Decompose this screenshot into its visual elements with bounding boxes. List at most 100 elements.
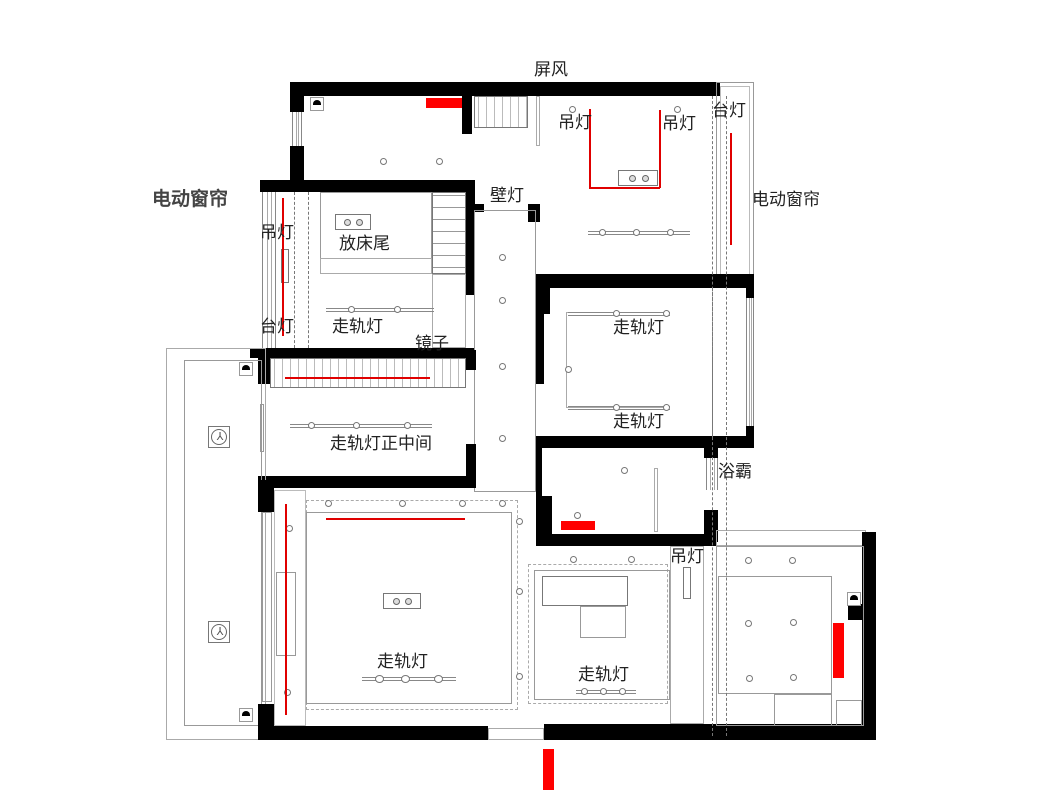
label-bed2-desk-lamp: 台灯 (260, 317, 294, 337)
wall-top (290, 82, 720, 96)
wall-closet-right (466, 350, 476, 370)
downlight-icon (516, 518, 523, 525)
label-master-pendant-left: 吊灯 (558, 113, 592, 133)
corridor (474, 210, 536, 492)
downlight-icon (628, 556, 635, 563)
red-line-living-left (285, 504, 287, 715)
downlight-icon (613, 310, 620, 317)
window-bed3-right (746, 298, 754, 426)
wall-closet-top (250, 348, 474, 358)
downlight-icon (516, 588, 523, 595)
master-pendant-fixture (618, 170, 658, 186)
label-bed3-track-top: 走轨灯 (613, 318, 664, 338)
dining-column (670, 546, 704, 724)
downlight-icon (599, 229, 606, 236)
wall-bed3-right-a (746, 274, 754, 298)
wall-master-left-upper (290, 82, 304, 112)
marker-entry (543, 749, 554, 790)
downlight-icon (619, 688, 626, 695)
marker-bath2 (833, 623, 844, 678)
window-bath (706, 458, 718, 490)
downlight-icon (401, 675, 410, 683)
bed2-curtain-track-2 (308, 192, 309, 348)
socket-icon (239, 362, 253, 376)
red-line-bed2-curtain (282, 198, 284, 336)
living-left-door (262, 512, 272, 702)
wall-bath-left-b (536, 496, 552, 540)
bed2-track (326, 308, 434, 312)
downlight-icon (499, 435, 506, 442)
wall-master-inner (462, 96, 472, 134)
label-bed2-track: 走轨灯 (332, 317, 383, 337)
window-master-left (292, 112, 302, 146)
wall-corridor-top-left (472, 204, 484, 212)
bath2-shower (774, 694, 832, 726)
marker-master-top (426, 98, 462, 108)
downlight-icon (499, 500, 506, 507)
wall-bed2-top (260, 180, 474, 192)
wall-corridor-left-a (465, 180, 475, 295)
entry-door (488, 728, 544, 740)
downlight-icon (790, 674, 797, 681)
bath2-top-frame (716, 530, 866, 546)
living-left-column (274, 490, 306, 726)
downlight-icon (574, 512, 581, 519)
bed2-pendant-fixture (335, 214, 371, 230)
downlight-icon (674, 106, 681, 113)
bed2-curtain-track-1 (294, 192, 295, 348)
bed2-wardrobe (432, 192, 466, 274)
downlight-icon (348, 306, 355, 313)
downlight-icon (745, 557, 752, 564)
wall-bed3-right-b (746, 426, 754, 444)
label-living-track: 走轨灯 (377, 652, 428, 672)
downlight-icon (581, 688, 588, 695)
downlight-icon (394, 306, 401, 313)
label-master-desk-lamp: 台灯 (712, 101, 746, 121)
downlight-icon (325, 500, 332, 507)
downlight-icon (745, 620, 752, 627)
downlight-icon (633, 229, 640, 236)
label-bed2-foot: 放床尾 (339, 234, 390, 254)
master-wardrobe (474, 96, 528, 128)
label-master-pendant-right: 吊灯 (662, 114, 696, 134)
wall-bath2-socket-block (848, 604, 864, 620)
socket-icon (847, 592, 861, 606)
wall-bed3-left-b (536, 314, 544, 384)
downlight-icon (569, 106, 576, 113)
label-dining-track: 走轨灯 (578, 665, 629, 685)
label-closet-track: 走轨灯正中间 (330, 434, 432, 454)
living-ceiling-inner (306, 512, 512, 704)
wall-bath-left (536, 444, 542, 544)
downlight-icon (375, 675, 384, 683)
downlight-icon (459, 500, 466, 507)
downlight-icon (499, 363, 506, 370)
bath2-toilet (836, 700, 862, 726)
socket-icon (310, 97, 324, 111)
label-screen: 屏风 (534, 60, 568, 80)
wall-closet-bottom (258, 476, 476, 488)
socket-icon (239, 708, 253, 722)
bed2-bed-footboard (320, 258, 432, 274)
downlight-icon (790, 619, 797, 626)
downlight-icon (404, 422, 411, 429)
downlight-icon (399, 500, 406, 507)
bed2-side-fixture (281, 249, 289, 283)
downlight-icon (789, 557, 796, 564)
window-bed2-left (262, 192, 276, 348)
label-dining-pendant: 吊灯 (670, 547, 704, 567)
bed3-dash-1 (712, 288, 713, 438)
downlight-icon (663, 404, 670, 411)
red-line-master-curtain (730, 133, 732, 245)
balcony-frame-outer (166, 348, 266, 740)
red-line-living-top (326, 518, 465, 520)
wall-bath-right-a (704, 444, 718, 458)
wall-bath2-right (862, 532, 876, 740)
wall-bath-bottom (536, 534, 716, 546)
downlight-icon (746, 675, 753, 682)
downlight-icon (353, 422, 360, 429)
downlight-icon (600, 688, 607, 695)
closet-wardrobe-row (270, 358, 466, 388)
red-line-closet (285, 377, 430, 379)
exhaust-fan-icon: ⅄ (208, 426, 230, 448)
master-curtain-track-2 (726, 96, 727, 736)
